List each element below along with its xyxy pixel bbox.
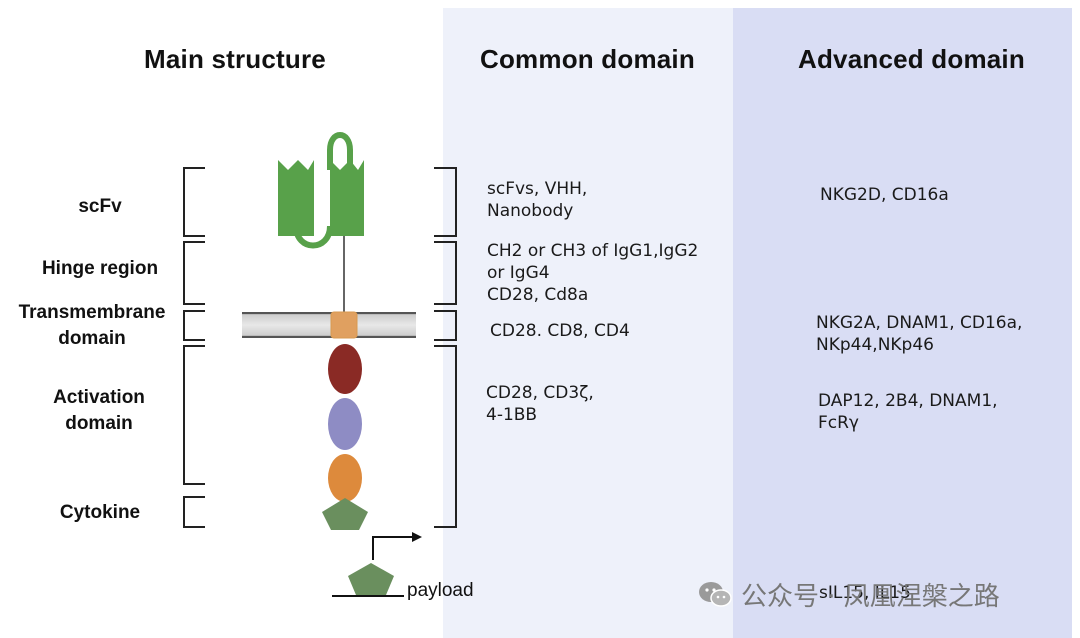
advanced-payload-text: sIL15, IL15: [819, 583, 911, 603]
label-activation-domain: Activation domain: [53, 387, 145, 434]
watermark-text: 公众号 · 凤凰涅槃之路: [741, 582, 1000, 612]
heading-advanced-domain: Advanced domain: [798, 44, 1025, 74]
heading-common-domain: Common domain: [480, 44, 695, 74]
advanced-activation-text: DAP12, 2B4, DNAM1, FcRγ: [818, 391, 998, 433]
transmembrane-block: [330, 311, 358, 339]
label-cytokine: Cytokine: [59, 502, 141, 523]
payload-pentagon: [348, 563, 394, 595]
bracket-scfv: [183, 167, 205, 237]
left-brackets: [183, 167, 205, 528]
bracket-transmembrane: [183, 310, 205, 341]
activation-ellipse-red: [328, 344, 362, 394]
common-scfv-text: scFvs, VHH, Nanobody: [487, 179, 588, 221]
rbracket-activation: [434, 345, 457, 528]
common-transmembrane-text: CD28. CD8, CD4: [490, 321, 630, 341]
arrow-icon: [372, 532, 422, 560]
scfv-structure: [278, 132, 364, 249]
label-scfv: scFv: [78, 196, 122, 217]
common-hinge-text: CH2 or CH3 of IgG1,IgG2 or IgG4 CD28, Cd…: [487, 241, 699, 305]
activation-ellipse-purple: [328, 398, 362, 450]
cell-membrane: [242, 312, 416, 338]
right-brackets: [434, 167, 457, 528]
wechat-icon: [697, 580, 733, 610]
bracket-activation: [183, 345, 205, 485]
heading-main-structure: Main structure: [144, 44, 326, 74]
scfv-light-chain: [330, 160, 364, 236]
bracket-cytokine: [183, 496, 205, 528]
payload-label: payload: [407, 580, 474, 601]
label-transmembrane-domain: Transmembrane domain: [18, 302, 166, 349]
advanced-domain-panel: [733, 8, 1072, 638]
common-activation-text: CD28, CD3ζ, 4-1BB: [486, 383, 594, 425]
activation-ellipse-orange: [328, 454, 362, 502]
bracket-hinge: [183, 241, 205, 305]
cytokine-pentagon: [322, 498, 368, 530]
scfv-heavy-chain: [278, 160, 314, 236]
rbracket-transmembrane: [434, 310, 457, 341]
rbracket-scfv: [434, 167, 457, 237]
advanced-scfv-text: NKG2D, CD16a: [820, 185, 949, 205]
rbracket-hinge: [434, 241, 457, 305]
watermark: 公众号 · 凤凰涅槃之路: [697, 576, 1000, 613]
label-hinge-region: Hinge region: [41, 258, 159, 279]
common-domain-panel: [443, 8, 733, 638]
advanced-transmembrane-text: NKG2A, DNAM1, CD16a, NKp44,NKp46: [816, 313, 1023, 355]
